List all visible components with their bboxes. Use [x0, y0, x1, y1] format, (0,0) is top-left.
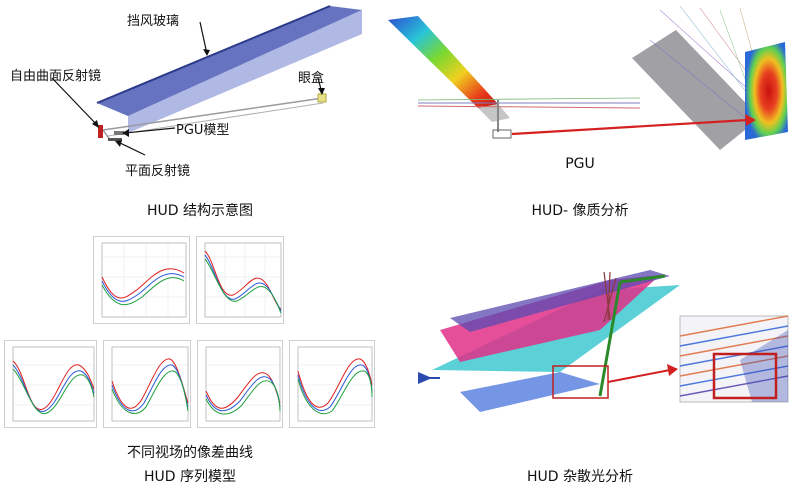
ray-3	[417, 97, 641, 101]
pgu-model-label: PGU模型	[176, 123, 230, 138]
sequence-model-caption: HUD 序列模型	[143, 469, 236, 485]
optic-base	[492, 129, 512, 139]
flat-mirror-label: 平面反射镜	[125, 164, 191, 179]
freeform-leader	[51, 77, 99, 127]
windshield-edge	[96, 5, 331, 104]
stray-zoom-inset	[679, 315, 789, 403]
windshield-label: 挡风玻璃	[127, 14, 180, 29]
image-quality-caption: HUD- 像质分析	[531, 203, 629, 219]
violet-bundle	[450, 270, 670, 332]
light-path-lower	[107, 102, 324, 137]
zoom-arrow-head	[745, 114, 756, 126]
pgu-leader	[124, 127, 176, 134]
windshield-lower-face	[128, 10, 362, 133]
aberration-plot-1	[93, 236, 190, 324]
zoom-highlight-box	[712, 352, 778, 400]
top-spikes	[603, 271, 617, 323]
freeform-mirror-shape	[98, 125, 103, 138]
flat-mirror-shape	[108, 138, 122, 141]
flat-mirror-leader	[117, 141, 146, 156]
windshield-heatmap	[388, 16, 498, 108]
pgu-heat-patch	[745, 42, 788, 140]
pgu-shape	[114, 131, 124, 135]
blue-bundle	[460, 372, 600, 412]
pgu-label: PGU	[565, 156, 595, 172]
aberration-plot-5	[197, 340, 283, 428]
green-frame	[598, 281, 622, 397]
aberration-plot-3	[4, 340, 97, 428]
windshield-leader	[199, 21, 208, 55]
hud-structure-caption: HUD 结构示意图	[146, 203, 253, 219]
stray-light-caption: HUD 杂散光分析	[526, 469, 633, 485]
magenta-bundle	[440, 275, 660, 362]
freeform-mirror-label: 自由曲面反射镜	[10, 69, 102, 84]
stray-zoom-arrow	[607, 369, 671, 383]
windshield-slab	[97, 6, 362, 116]
aberration-plot-2	[196, 236, 284, 324]
aberration-plot-4	[103, 340, 191, 428]
windshield-tail	[478, 104, 510, 122]
ray-2	[417, 105, 641, 109]
aberration-plot-6	[289, 340, 375, 428]
zoom-arrow	[511, 118, 749, 136]
light-path-upper	[102, 97, 324, 131]
zoom-rays	[679, 315, 789, 397]
eyebox-label: 眼盒	[298, 71, 325, 86]
aberration-curves-caption: 不同视场的像差曲线	[127, 445, 253, 461]
zoom-plane	[632, 30, 760, 150]
